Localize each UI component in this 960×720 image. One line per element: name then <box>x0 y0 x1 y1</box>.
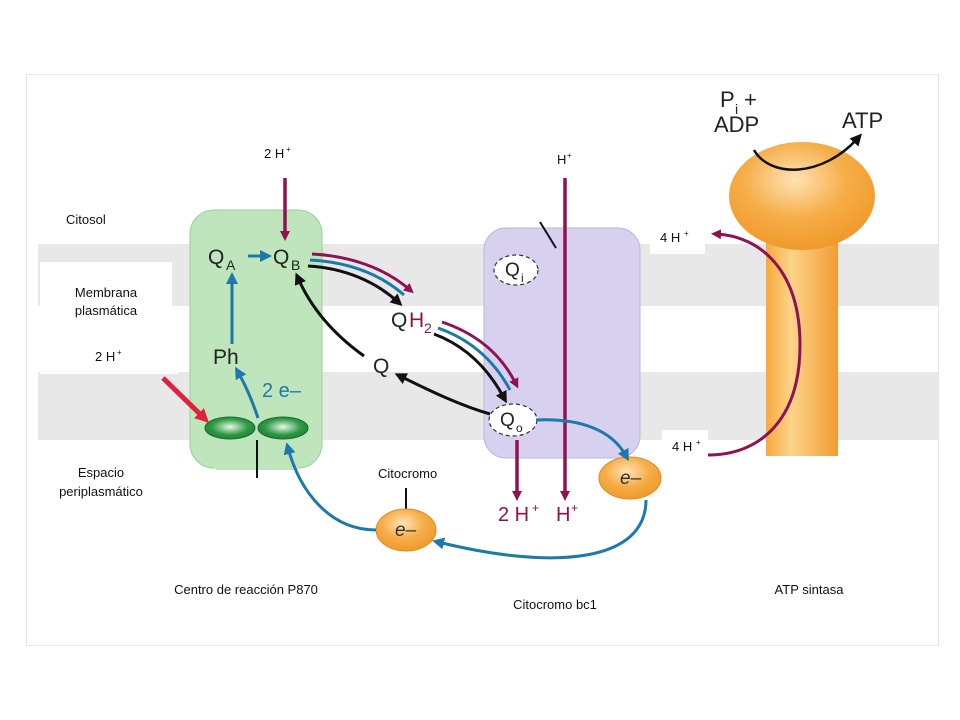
centro-label: Centro de reacción P870 <box>174 582 318 597</box>
q-label: Q <box>373 355 389 378</box>
atp-synthase-stalk <box>766 234 838 456</box>
atp-synthase-head <box>729 142 875 250</box>
four-h-top-plus: + <box>684 229 689 238</box>
proton-arrow-atp-synthase <box>707 229 802 457</box>
four-h-bottom-box <box>662 430 708 460</box>
qo-sub: o <box>516 421 523 435</box>
q-to-qb-arrow <box>294 272 365 358</box>
qi-label: Q <box>505 260 520 281</box>
label-box-2h <box>40 338 178 374</box>
two-h-top-plus: + <box>286 145 291 154</box>
qb-sub: B <box>291 257 300 273</box>
adp-label: ADP <box>714 112 759 137</box>
qb-to-qh2-blue <box>309 258 405 297</box>
e-minus-c1-label: e– <box>620 468 642 489</box>
membrana-label-1: Membrana <box>75 285 138 300</box>
qh2-to-qo-black <box>433 332 507 404</box>
two-e-label: 2 e– <box>262 380 302 402</box>
cyt-bc1-tick <box>539 221 557 249</box>
qh2-to-qo-blue <box>437 326 512 391</box>
two-h-top-label: 2 H <box>264 146 284 161</box>
cytc1-to-cytc-arrow <box>432 499 648 560</box>
qh2-h: H <box>409 309 424 332</box>
qh2-to-qo-purple <box>441 320 519 389</box>
citosol-label: Citosol <box>66 212 106 227</box>
bottom-h-label: H <box>556 504 570 526</box>
atp-sintasa-label: ATP sintasa <box>775 582 845 597</box>
two-h-left-plus: + <box>117 348 122 357</box>
bottom-2h-label: 2 H <box>498 504 529 526</box>
citocromo-label: Citocromo <box>378 466 437 481</box>
qb-label: Q <box>273 246 289 269</box>
ph-label: Ph <box>213 346 239 369</box>
qb-to-qh2-purple <box>311 252 414 294</box>
qo-to-cytc1-arrow <box>535 418 629 462</box>
atp-label: ATP <box>842 108 883 133</box>
espacio-label-2: periplasmático <box>59 484 143 499</box>
qh2-q: Q <box>391 309 407 332</box>
h-top-plus: + <box>567 151 572 160</box>
p870-pigment-right <box>257 416 309 440</box>
cytochrome-c1-carrier <box>598 456 662 500</box>
bottom-2h-plus: + <box>532 501 539 515</box>
four-h-top-box <box>650 224 705 254</box>
four-h-top-label: 4 H <box>660 230 680 245</box>
adp-to-atp-arrow <box>752 133 863 171</box>
qi-site <box>493 254 539 286</box>
four-h-bottom-label: 4 H <box>672 439 692 454</box>
qh2-sub: 2 <box>424 320 432 336</box>
light-arrow <box>161 376 210 423</box>
pi-label: P <box>720 87 735 112</box>
p870-to-ph-arrow <box>235 366 260 419</box>
e-minus-c-label: e– <box>395 520 417 541</box>
qo-label: Q <box>500 410 515 431</box>
pi-sub: i <box>735 101 738 117</box>
four-h-bottom-plus: + <box>696 438 701 447</box>
h-top-label: H <box>557 152 566 167</box>
espacio-label-1: Espacio <box>78 465 124 480</box>
qo-to-q-arrow <box>394 373 491 416</box>
p870-pigment-left <box>204 416 256 440</box>
bottom-h-plus: + <box>571 501 578 515</box>
label-box-membrana <box>40 262 172 322</box>
membrana-label-2: plasmática <box>75 303 138 318</box>
two-h-left-label: 2 H <box>95 349 115 364</box>
qb-to-qh2-black <box>307 264 403 307</box>
pi-plus: + <box>744 87 757 112</box>
qa-label: Q <box>208 246 224 269</box>
cytc-to-p870-arrow <box>283 442 377 532</box>
qa-sub: A <box>226 257 236 273</box>
bc1-label: Citocromo bc1 <box>513 597 597 612</box>
qi-sub: i <box>521 271 524 285</box>
